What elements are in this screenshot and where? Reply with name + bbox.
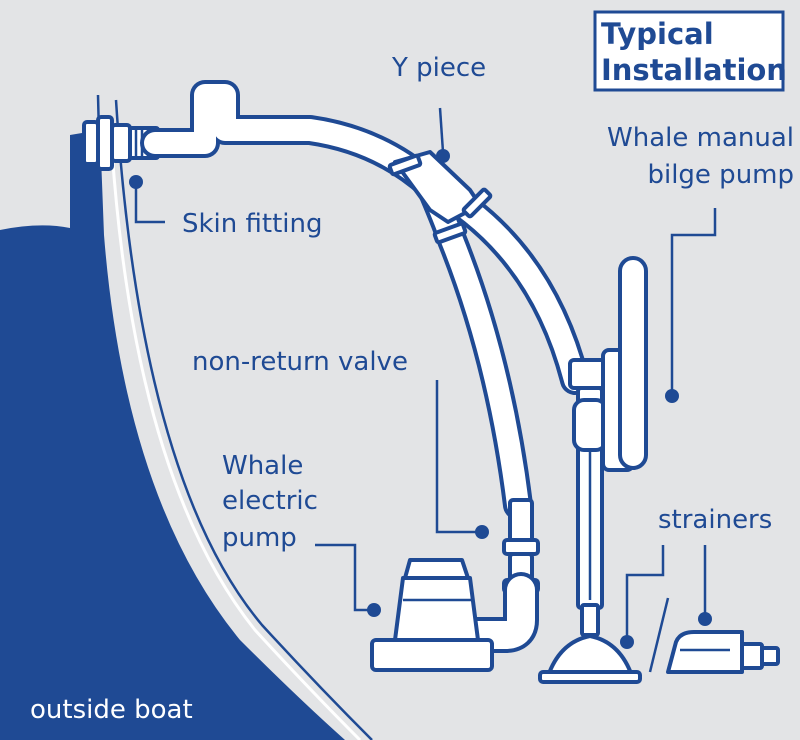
electric-pump [370,558,494,672]
title-line-2: Installation [601,53,787,87]
elbow-fill [456,576,535,649]
leader-skin-fitting [134,185,165,224]
label-non-return-valve: non-return valve [192,347,408,377]
label-y-piece: Y piece [391,53,486,83]
dot-electric-pump [367,603,381,617]
label-electric-pump-2: electric [222,486,318,516]
strainer-box [666,630,780,674]
label-electric-pump-3: pump [222,523,297,553]
dot-strainer-right [698,612,712,626]
hull-shape [0,130,345,740]
label-manual-pump-1: Whale manual [607,123,794,153]
label-manual-pump-2: bilge pump [647,160,794,190]
leader-strainer-left [625,545,665,638]
y-piece [387,150,493,245]
leader-electric-pump [315,543,370,612]
label-skin-fitting: Skin fitting [182,209,323,239]
leader-y-piece [438,107,445,153]
title-line-1: Typical [601,17,714,51]
dot-y-piece [436,149,450,163]
title-box [593,10,785,92]
label-electric-pump-1: Whale [222,451,303,481]
leader-manual-pump [670,208,717,393]
manual-bilge-pump [538,256,648,684]
hull-edge-line [114,99,373,740]
leader-non-return [435,380,478,534]
hull-inner-line [110,149,362,740]
label-strainers: strainers [658,505,772,535]
dot-skin-fitting [129,175,143,189]
dot-non-return [475,525,489,539]
dot-strainer-left [620,635,634,649]
hose-break-mark [648,597,670,673]
label-outside-boat: outside boat [30,695,193,725]
dot-manual-pump [665,389,679,403]
